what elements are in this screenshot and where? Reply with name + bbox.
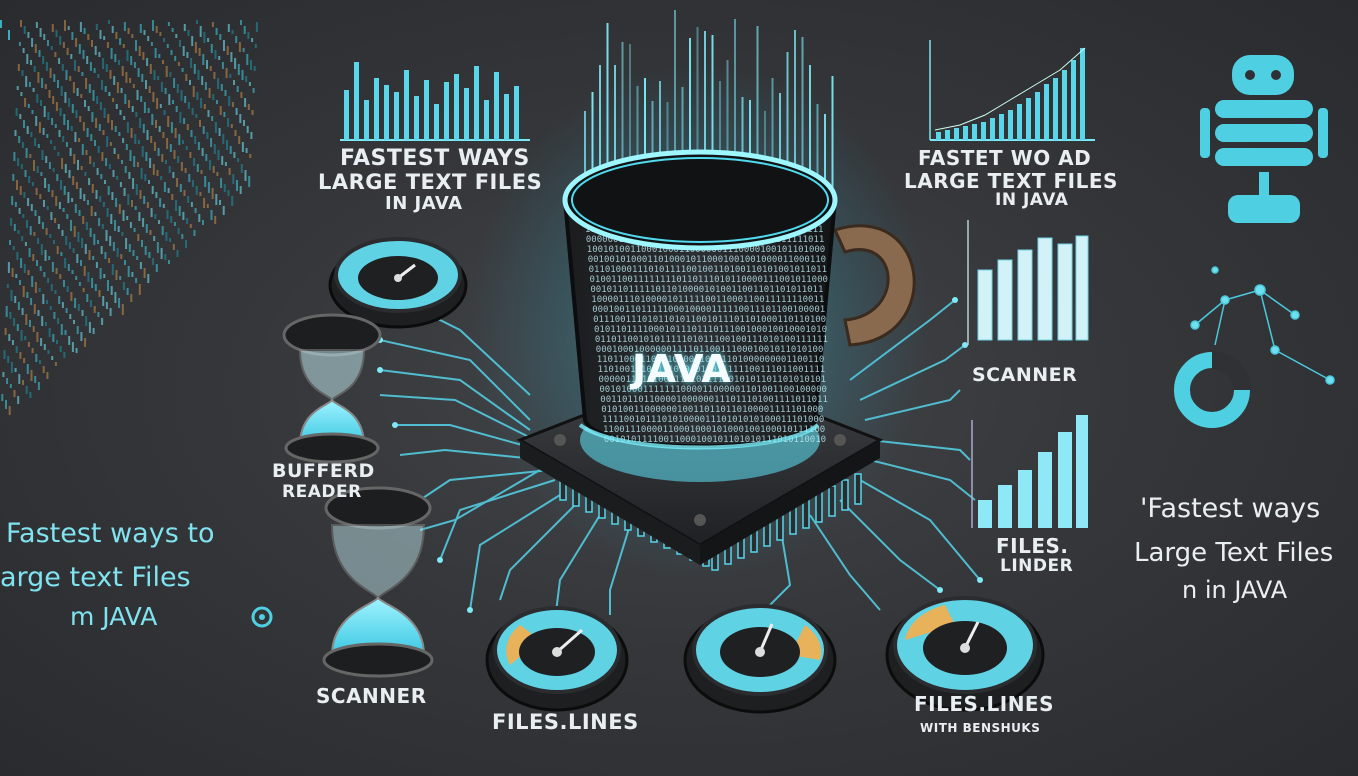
svg-text:001010111100110001001011010101: 0010101111001100010010110101011101011001…	[604, 435, 826, 445]
speedometer-icon	[485, 606, 629, 712]
svg-text:011100111010110101100101110110: 0111001110101101011001011101101000110110…	[593, 315, 826, 325]
headline-left-line2: LARGE TEXT FILES	[318, 170, 543, 194]
label-files-lines-center: FILES.LINES	[492, 710, 639, 734]
side-right-line1: 'Fastest ways	[1140, 493, 1321, 524]
label-scanner-right: SCANNER	[972, 364, 1078, 386]
label-files-linder-2: LINDER	[1000, 556, 1074, 576]
dot-icon	[251, 606, 273, 628]
side-right-line2: Large Text Files	[1134, 538, 1334, 568]
speedometer-icon	[683, 604, 837, 714]
svg-text:110011100001100010001010001001: 1100111000011000100010100010010001011110…	[603, 425, 825, 435]
svg-text:001101101100001000000111011101: 0011011011000010000001110111010011110110…	[600, 395, 828, 405]
headline-left-line3: IN JAVA	[385, 193, 463, 214]
svg-text:000001111010011111011110010101: 0000011110100111110111100101011011010101…	[599, 375, 827, 385]
database-icon	[1200, 55, 1328, 223]
svg-text:110100101001110101011011111100: 1101001010011101010110111111001110110011…	[598, 365, 826, 375]
svg-text:111100101110101000011101010101: 1111001011101010000111010101010001110100…	[602, 415, 824, 425]
speedometer-icon	[328, 237, 468, 329]
svg-text:000100110111110001000011111001: 0001001101111100010000111110011101100100…	[592, 305, 825, 315]
headline-left-line1: FASTEST WAYS	[340, 146, 530, 171]
svg-text:100001110100001011111001100011: 1000011101000010111110011000110011111110…	[591, 295, 824, 305]
headline-right-line3: IN JAVA	[995, 190, 1069, 210]
side-left-line1: Fastest ways to	[6, 518, 215, 549]
bar-chart-icon	[929, 40, 1095, 141]
matrix-code-pattern	[0, 20, 258, 415]
svg-text:011011001010111110101110010011: 0110110010101111101011100100111010100111…	[595, 335, 828, 345]
label-scanner-left: SCANNER	[316, 684, 427, 708]
bar-chart-icon	[971, 415, 1088, 528]
svg-text:010100110000001001101101101000: 0101001100000010011011011010000111110100…	[601, 405, 823, 415]
side-left-line2: arge text Files	[0, 562, 191, 593]
label-files-lines-right-2: WITH BENSHUKS	[920, 721, 1041, 735]
headline-right-line2: LARGE TEXT FILES	[904, 169, 1118, 193]
svg-text:110110001101110100110101101000: 1101100011011101001101011010000000011001…	[597, 355, 825, 365]
svg-text:001010001111111000011000001101: 0010100011111110000110000011010011001000…	[599, 385, 827, 395]
mug-label: JAVA	[632, 347, 732, 391]
svg-text:011010001110101111001001101001: 0110100011101011110010011010011010100101…	[589, 265, 827, 275]
label-buffered-reader-1: BUFFERD	[272, 460, 375, 482]
bar-chart-icon	[340, 62, 530, 141]
speedometer-icon	[885, 596, 1045, 712]
svg-text:001011011111011010000101001100: 0010110111110110100001010011001101101011…	[590, 285, 823, 295]
side-left-line3: m JAVA	[70, 602, 158, 631]
side-right-line3: n in JAVA	[1182, 576, 1288, 604]
donut-chart-icon	[1174, 351, 1251, 428]
java-mug-icon: 1100001000001110010010110000101101100011…	[562, 149, 916, 450]
hourglass-icon	[322, 486, 434, 678]
bar-chart-icon	[967, 220, 1089, 345]
label-buffered-reader-2: READER	[282, 482, 362, 502]
svg-text:010011001111111101101110101100: 0100110011111111011011101011000011100101…	[590, 275, 828, 285]
svg-text:010110111100010111011101110010: 0101101111000101110111011100100010010001…	[594, 325, 827, 335]
hourglass-icon	[282, 313, 382, 464]
label-files-linder-1: FILES.	[996, 534, 1069, 558]
network-graph-icon	[1190, 266, 1335, 385]
label-files-lines-right-1: FILES.LINES	[914, 692, 1055, 716]
svg-text:000100010000001111011001110001: 0001000100000011110110011100010010110101…	[596, 345, 824, 355]
headline-right-line1: FASTET WO AD	[918, 146, 1092, 170]
svg-text:001001010001101000101100010010: 0010010100011010001011000100100100001100…	[588, 255, 826, 265]
